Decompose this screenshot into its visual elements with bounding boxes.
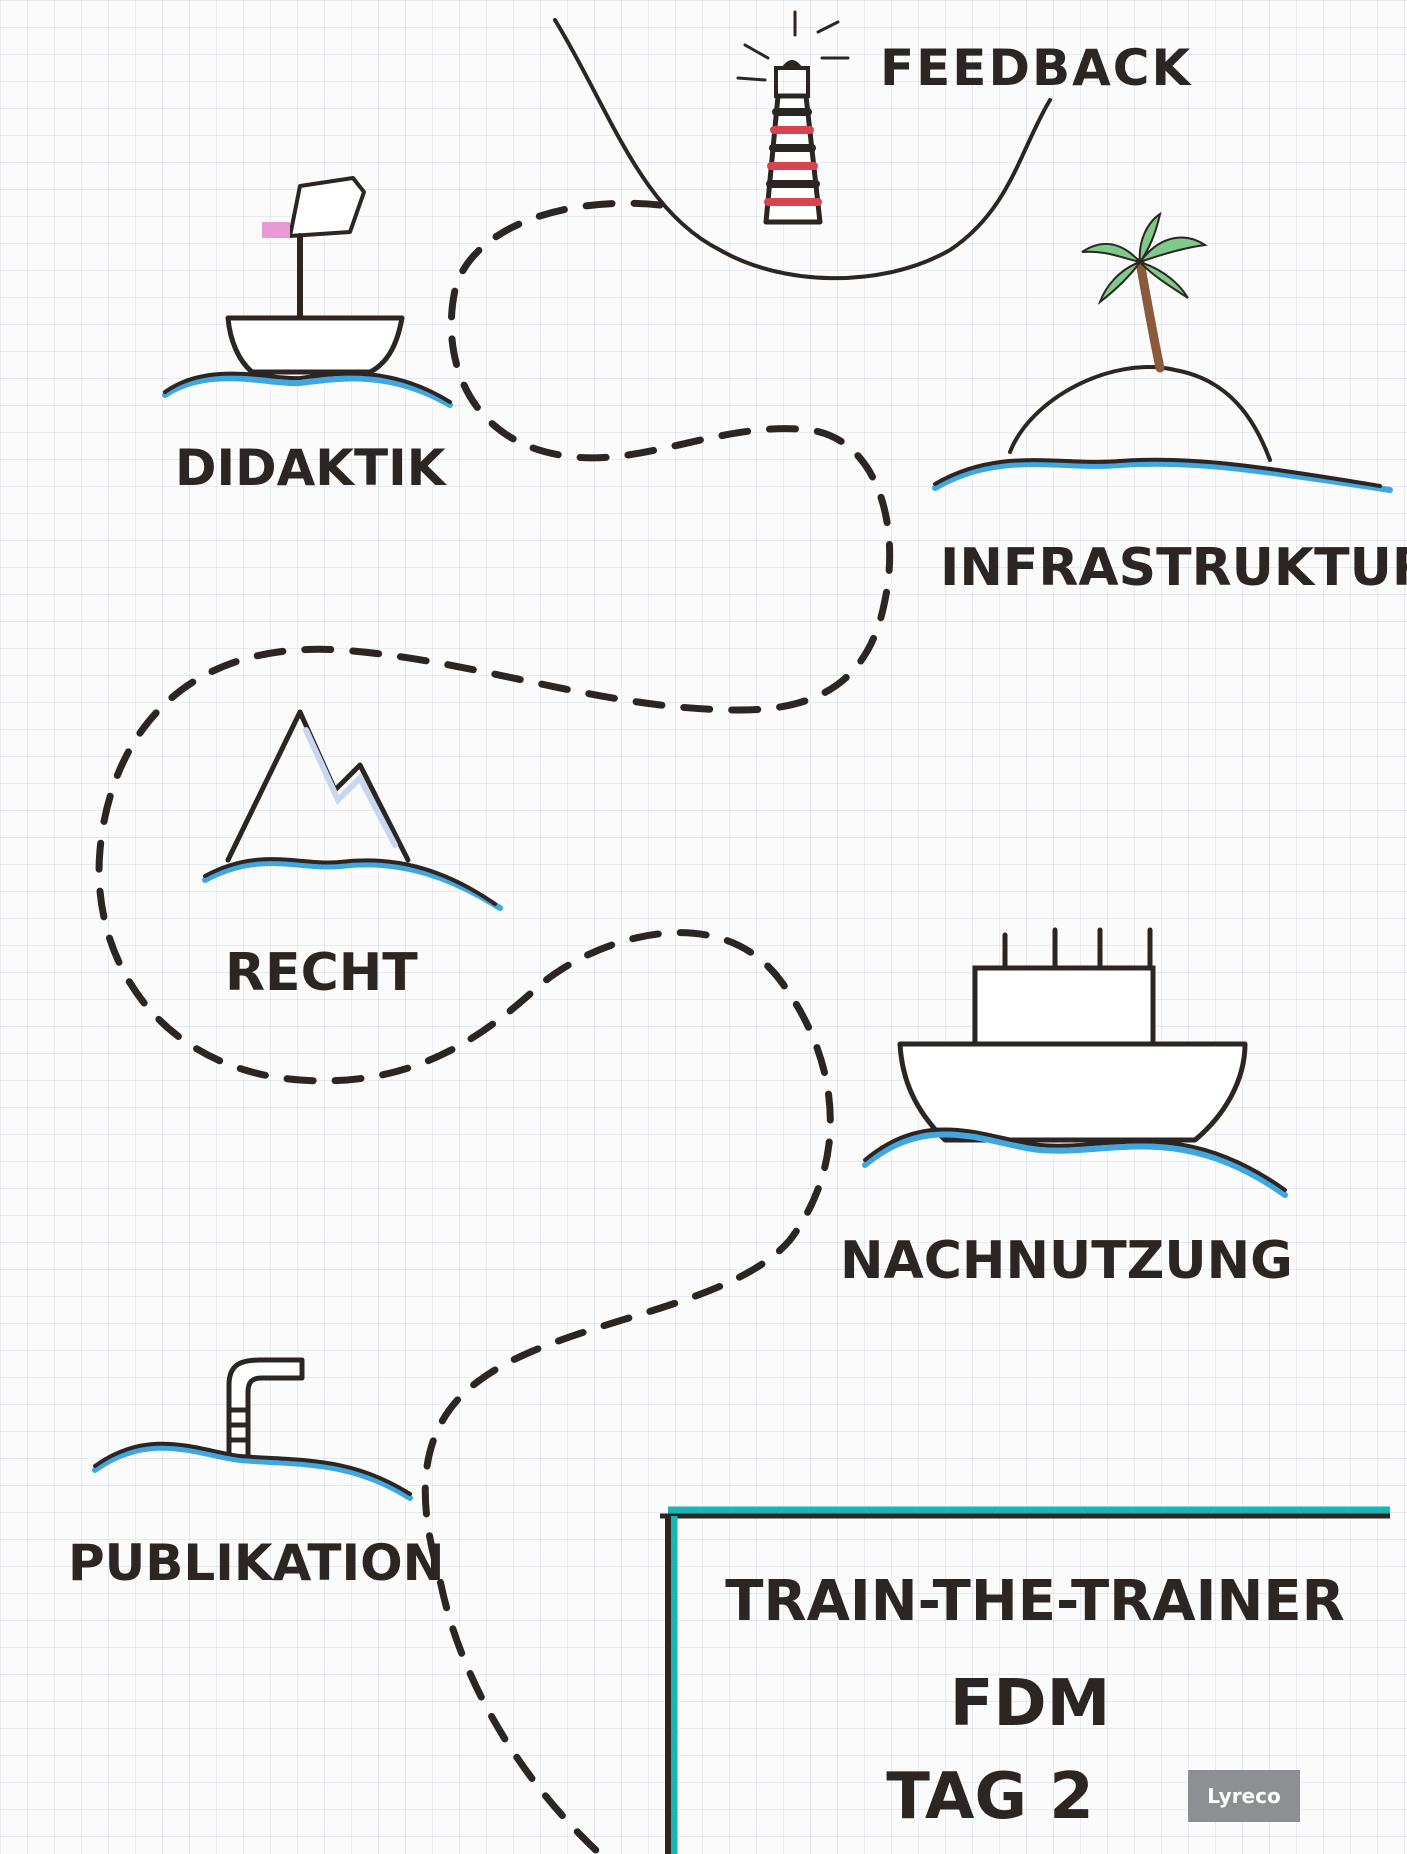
title-line-3: TAG 2 xyxy=(886,1760,1094,1834)
dashed-route xyxy=(95,199,894,1854)
nachnutzung-label: NACHNUTZUNG xyxy=(840,1231,1293,1291)
lyreco-logo-text: Lyreco xyxy=(1207,1784,1280,1808)
didaktik-label: DIDAKTIK xyxy=(175,439,448,497)
periscope-drawing xyxy=(92,1357,413,1501)
lyreco-logo: Lyreco xyxy=(1188,1770,1300,1822)
title-box xyxy=(660,1506,1390,1854)
ship-drawing xyxy=(862,927,1288,1198)
recht-label: RECHT xyxy=(225,943,418,1003)
boat-drawing xyxy=(162,176,453,408)
title-line-2: FDM xyxy=(950,1667,1111,1741)
publikation-label: PUBLIKATION xyxy=(68,1534,444,1592)
title-line-1: TRAIN-THE-TRAINER xyxy=(725,1569,1344,1634)
iceberg-drawing xyxy=(202,709,503,911)
infrastruktur-label: INFRASTRUKTUR xyxy=(940,538,1407,598)
lighthouse-coast-drawing xyxy=(553,10,1052,281)
island-drawing xyxy=(932,211,1393,493)
feedback-label: FEEDBACK xyxy=(880,39,1192,97)
